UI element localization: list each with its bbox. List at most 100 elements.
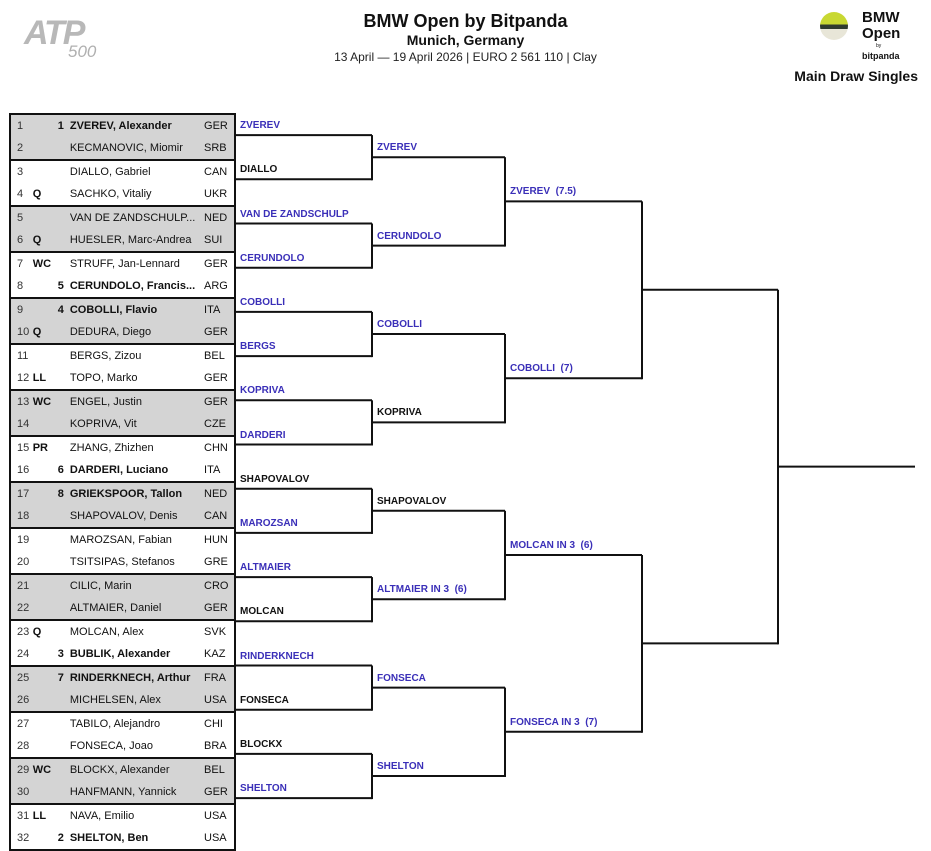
seed: [53, 619, 70, 643]
tennis-ball-icon: [820, 12, 848, 40]
seed: [53, 527, 70, 551]
bracket-pick-r2: ALTMAIER IN 3 (6): [377, 584, 467, 596]
bracket-pick-r1: FONSECA: [240, 694, 289, 706]
player-name: TSITSIPAS, Stefanos: [69, 556, 175, 568]
country-code: BEL: [204, 757, 235, 781]
player-name: KOPRIVA, Vit: [69, 418, 137, 430]
atp-logo-text: ATP: [24, 14, 86, 52]
player-name: STRUFF, Jan-Lennard: [69, 251, 205, 275]
country-code: SVK: [204, 619, 235, 643]
bracket-pick-r2: ZVEREV: [377, 142, 418, 154]
country-code: GRE: [204, 556, 228, 568]
bracket-pick-r1: SHAPOVALOV: [240, 473, 310, 485]
player-name: ALTMAIER, Daniel: [69, 602, 162, 614]
player-number: 6: [17, 234, 24, 246]
bracket-pick-r1: DIALLO: [240, 164, 278, 176]
country-code: GER: [204, 602, 228, 614]
country-code: CRO: [204, 573, 235, 597]
player-number: 24: [17, 648, 30, 660]
country-code: CHN: [204, 435, 235, 459]
player-name: HUESLER, Marc-Andrea: [69, 234, 192, 246]
player-number: 17: [10, 481, 33, 505]
country-code: ARG: [204, 280, 228, 292]
country-code: ITA: [204, 297, 235, 321]
seed: 8: [53, 481, 70, 505]
player-name: ZHANG, Zhizhen: [69, 435, 205, 459]
country-code: FRA: [204, 665, 235, 689]
country-code: BRA: [204, 740, 227, 752]
entry-type: WC: [32, 251, 54, 275]
entry-type: Q: [32, 234, 42, 246]
bracket-pick-r1: DARDERI: [240, 429, 286, 441]
country-code: USA: [204, 803, 235, 827]
player-number: 7: [10, 251, 33, 275]
player-number: 23: [10, 619, 33, 643]
entry-type: WC: [32, 757, 54, 781]
country-code: SRB: [204, 142, 227, 154]
country-code: USA: [204, 694, 227, 706]
player-name: GRIEKSPOOR, Tallon: [69, 481, 205, 505]
player-number: 1: [10, 113, 33, 137]
player-number: 4: [17, 188, 24, 200]
player-name: COBOLLI, Flavio: [69, 297, 205, 321]
bracket-pick-r1: MOLCAN: [240, 606, 284, 618]
entry-type: Q: [32, 326, 42, 338]
tournament-location: Munich, Germany: [406, 32, 525, 48]
player-number: 25: [10, 665, 33, 689]
player-number: 12: [17, 372, 30, 384]
logo-sponsor: bitpanda: [862, 51, 900, 61]
country-code: GER: [204, 113, 235, 137]
player-name: DIALLO, Gabriel: [69, 159, 205, 183]
bracket-pick-r3: MOLCAN IN 3 (6): [510, 540, 593, 551]
country-code: CHI: [204, 711, 235, 735]
bracket-pick-r2: KOPRIVA: [377, 407, 422, 419]
tournament-title: BMW Open by Bitpanda: [363, 11, 568, 31]
bracket-pick-r3: ZVEREV (7.5): [510, 186, 577, 198]
player-number: 27: [10, 711, 33, 735]
player-name: SHAPOVALOV, Denis: [69, 510, 178, 522]
bracket-pick-r2: COBOLLI: [377, 319, 422, 330]
entry-type: [32, 527, 54, 551]
seed: 3: [57, 648, 64, 660]
entry-type: Q: [32, 188, 42, 200]
player-name: RINDERKNECH, Arthur: [69, 665, 205, 689]
entry-type: PR: [32, 435, 54, 459]
country-code: SUI: [204, 234, 223, 246]
player-name: BUBLIK, Alexander: [69, 648, 171, 660]
seed: [53, 435, 70, 459]
seed: 4: [53, 297, 70, 321]
player-number: 2: [17, 142, 24, 154]
entry-type: LL: [32, 372, 47, 384]
bracket-pick-r2: SHELTON: [377, 761, 424, 772]
player-number: 14: [17, 418, 30, 430]
player-name: TABILO, Alejandro: [69, 711, 205, 735]
player-number: 26: [17, 694, 30, 706]
bracket-pick-r1: KOPRIVA: [240, 385, 285, 397]
player-name: NAVA, Emilio: [69, 803, 205, 827]
player-name: FONSECA, Joao: [69, 740, 153, 752]
player-number: 9: [10, 297, 33, 321]
entry-type: Q: [32, 619, 54, 643]
player-number: 21: [10, 573, 33, 597]
player-name: DEDURA, Diego: [69, 326, 152, 338]
bracket-pick-r1: BERGS: [240, 341, 276, 353]
bracket-pick-r1: CERUNDOLO: [240, 252, 305, 264]
